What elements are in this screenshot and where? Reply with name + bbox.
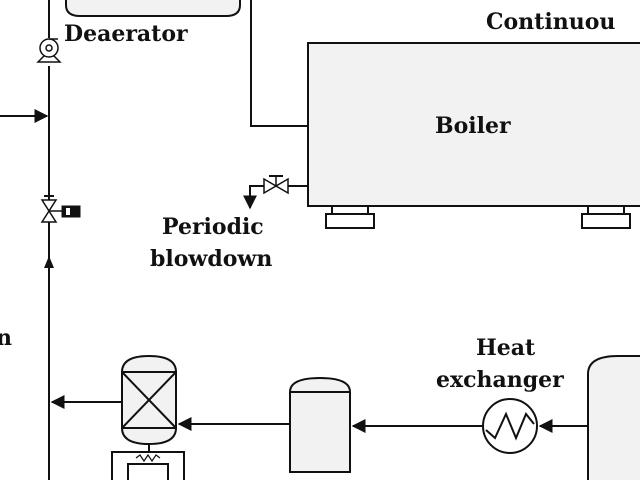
deaerator-vessel (65, 0, 241, 17)
deaerator-label: Deaerator (64, 21, 188, 47)
heat-exchanger-icon (482, 398, 538, 454)
flash-tank-vessel (587, 355, 640, 480)
storage-tank (289, 376, 351, 473)
boiler-label: Boiler (435, 113, 511, 139)
boiler (307, 42, 640, 229)
flow-arrow-icon (44, 256, 54, 268)
heat-exchanger-label-line1: Heat (476, 335, 536, 361)
continuous-blowdown-label: Continuou (486, 9, 615, 35)
periodic-blowdown-pipe (250, 185, 308, 208)
pump-icon (36, 38, 62, 63)
actuated-valve-icon (40, 195, 81, 223)
valve-icon (263, 175, 289, 195)
left-edge-label-fragment: n (0, 325, 12, 351)
periodic-blowdown-label-line1: Periodic (162, 214, 264, 240)
filter-vessel (111, 354, 185, 480)
deaerator-to-boiler-pipe (250, 0, 308, 127)
periodic-blowdown-label-line2: blowdown (150, 246, 272, 272)
heat-exchanger-label-line2: exchanger (436, 367, 564, 393)
